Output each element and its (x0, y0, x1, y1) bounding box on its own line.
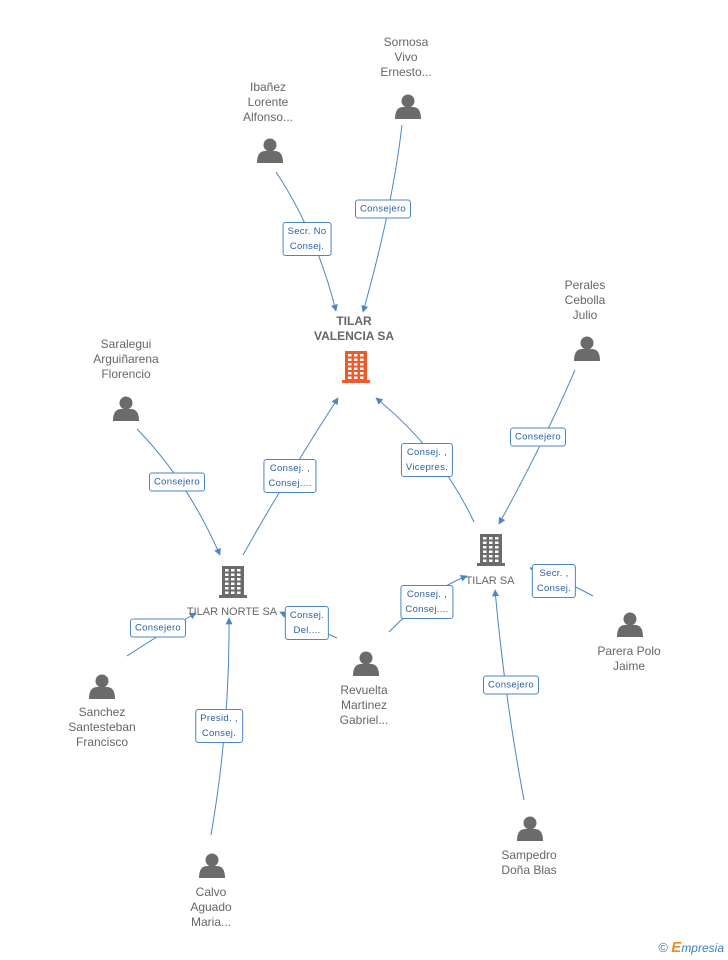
node-label-sampedro[interactable]: Sampedro Doña Blas (501, 848, 557, 877)
person-icon-sampedro[interactable] (517, 816, 543, 842)
edge-label-saralegui-to-tilar_norte[interactable]: Consejero (148, 472, 206, 492)
node-label-sornosa[interactable]: Sornosa Vivo Ernesto... (380, 35, 432, 79)
edge-perales-to-tilar (498, 369, 576, 525)
node-label-saralegui[interactable]: Saralegui Arguiñarena Florencio (93, 337, 159, 381)
node-label-tilar[interactable]: TILAR SA (465, 575, 515, 587)
person-icon-sanchez[interactable] (89, 674, 115, 700)
building-icon-tilar_valencia[interactable] (342, 351, 370, 383)
icons-layer (89, 94, 643, 879)
node-label-perales[interactable]: Perales Cebolla Julio (564, 278, 606, 322)
node-label-sanchez[interactable]: Sanchez Santesteban Francisco (68, 705, 136, 749)
edge-label-tilar-to-tilar_valencia[interactable]: Consej. , Vicepres. (400, 443, 454, 477)
node-label-parera[interactable]: Parera Polo Jaime (597, 644, 661, 673)
person-icon-perales[interactable] (574, 336, 600, 362)
edge-label-calvo-to-tilar_norte[interactable]: Presid. , Consej. (195, 709, 243, 743)
node-label-tilar_norte[interactable]: TILAR NORTE SA (186, 606, 278, 618)
edge-saralegui-to-tilar_norte (136, 428, 221, 556)
edge-label-revuelta-to-tilar[interactable]: Consej. , Consej.... (400, 585, 454, 619)
building-icon-tilar[interactable] (477, 534, 505, 566)
edge-label-ibanez-to-tilar_valencia[interactable]: Secr. No Consej. (282, 222, 332, 256)
edge-label-sanchez-to-tilar_norte[interactable]: Consejero (129, 618, 187, 638)
edge-sampedro-to-tilar (492, 589, 525, 801)
edge-label-revuelta-to-tilar_norte[interactable]: Consej. Del.... (284, 606, 330, 640)
edge-label-perales-to-tilar[interactable]: Consejero (509, 427, 567, 447)
person-icon-parera[interactable] (617, 612, 643, 638)
person-icon-sornosa[interactable] (395, 94, 421, 120)
node-label-calvo[interactable]: Calvo Aguado Maria... (190, 885, 232, 929)
person-icon-ibanez[interactable] (257, 138, 283, 164)
node-label-ibanez[interactable]: Ibañez Lorente Alfonso... (242, 80, 294, 124)
edge-sornosa-to-tilar_valencia (361, 124, 403, 313)
person-icon-saralegui[interactable] (113, 396, 139, 422)
edge-label-sampedro-to-tilar[interactable]: Consejero (482, 675, 540, 695)
brand-initial: E (671, 939, 682, 956)
edge-label-tilar_norte-to-tilar_valencia[interactable]: Consej. , Consej.... (263, 459, 317, 493)
person-icon-revuelta[interactable] (353, 651, 379, 677)
edge-label-sornosa-to-tilar_valencia[interactable]: Consejero (354, 199, 412, 219)
building-icon-tilar_norte[interactable] (219, 566, 247, 598)
brand-name: mpresia (681, 941, 724, 955)
node-label-tilar_valencia[interactable]: TILAR VALENCIA SA (313, 314, 395, 343)
person-icon-calvo[interactable] (199, 853, 225, 879)
node-label-revuelta[interactable]: Revuelta Martinez Gabriel... (339, 683, 389, 727)
edge-label-parera-to-tilar[interactable]: Secr. , Consej. (531, 564, 577, 598)
brand-footer: © Empresia (658, 939, 724, 956)
copyright-symbol: © (658, 940, 668, 955)
